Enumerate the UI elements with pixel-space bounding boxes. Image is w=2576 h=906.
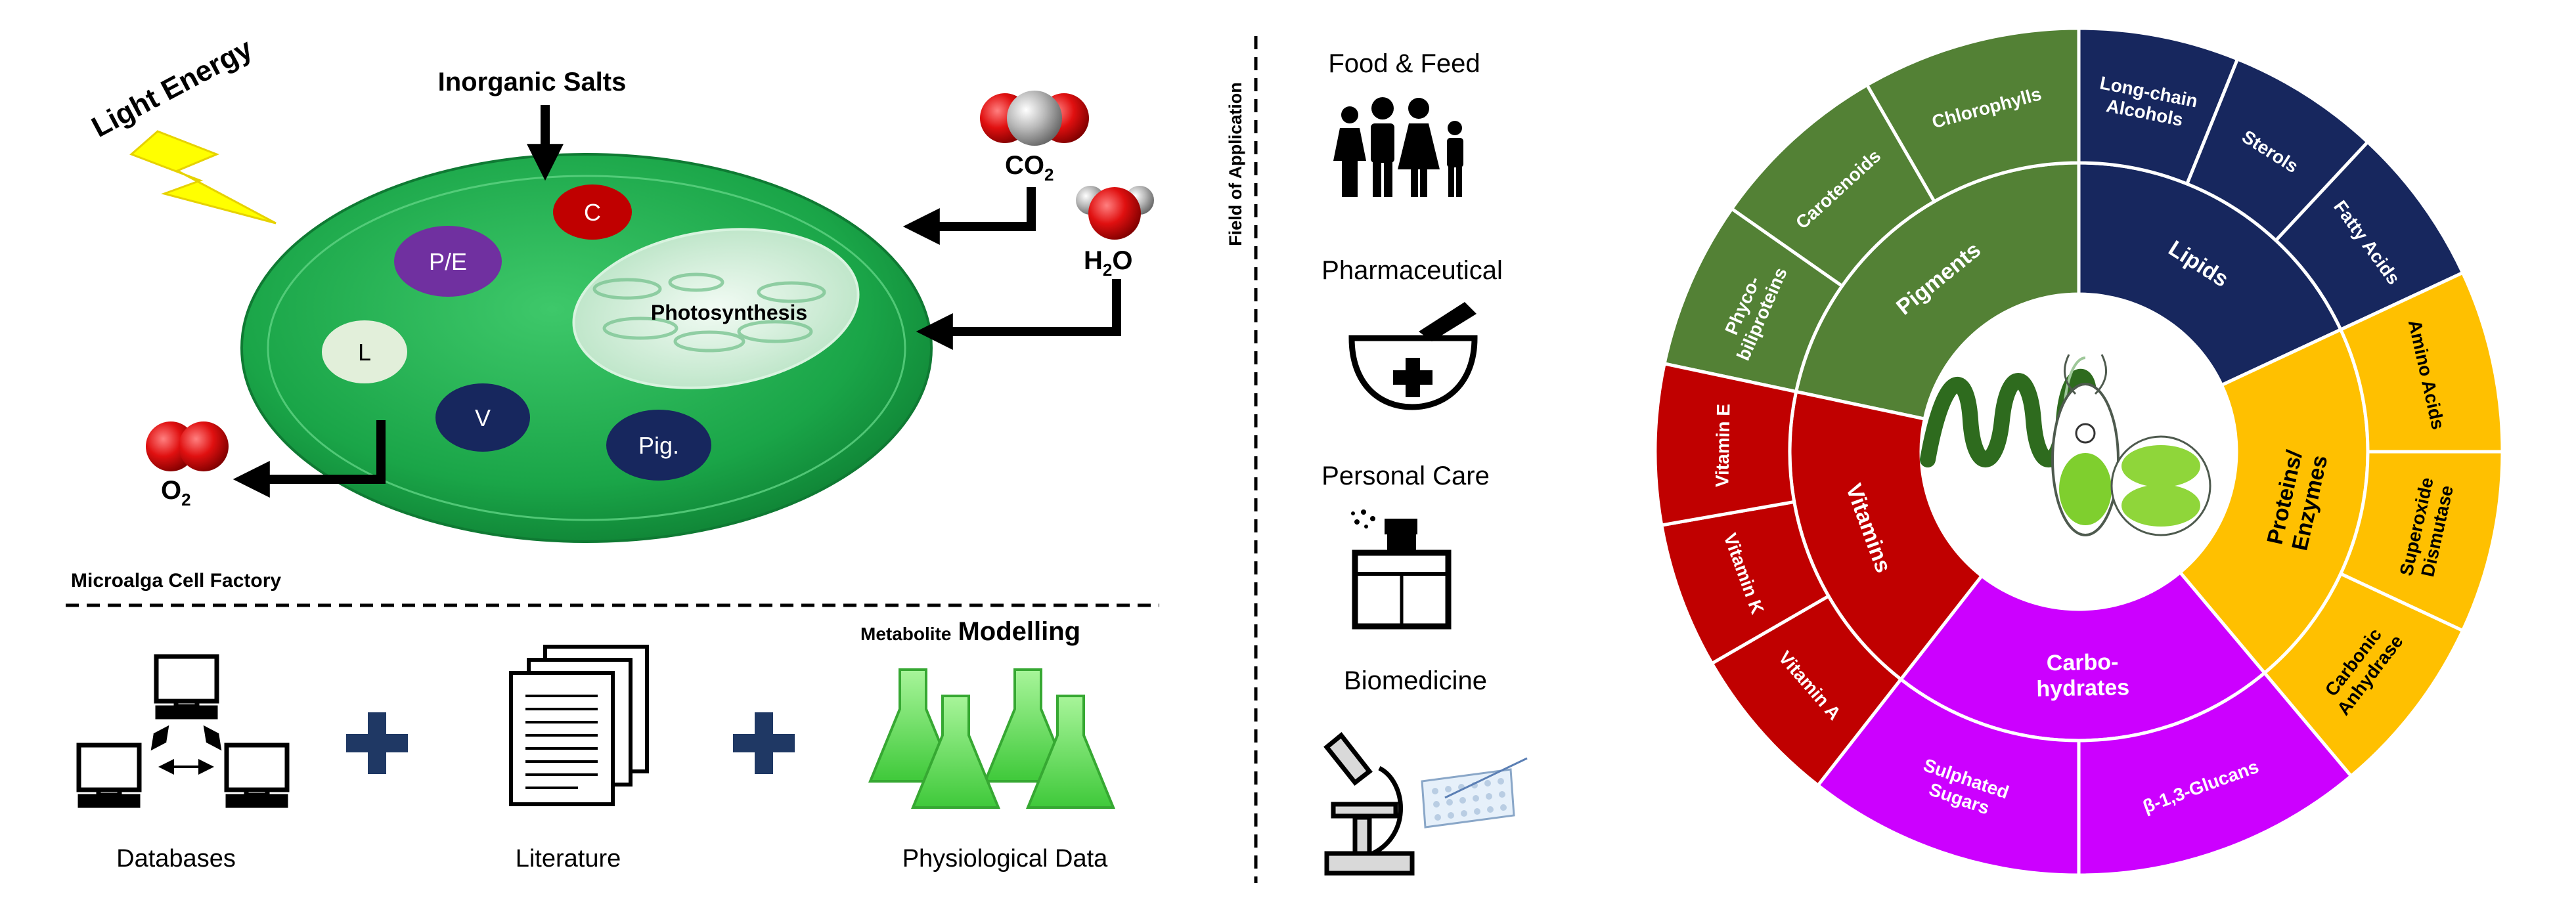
organelle-v: V [435, 383, 530, 452]
wheel-item-phyco-biliproteins [1662, 206, 1845, 394]
family-icon [1333, 97, 1463, 197]
lightning-icon [129, 130, 277, 225]
microalgae-illustration [1920, 354, 2211, 536]
h2o-label: H2O [1084, 246, 1132, 280]
photosynthesis-label: Photosynthesis [651, 301, 807, 324]
svg-text:C: C [584, 199, 601, 226]
co2-arrow [902, 187, 1036, 245]
plus-icon [346, 712, 408, 774]
organelle-pe: P/E [394, 226, 502, 297]
o2-molecule-icon [146, 421, 229, 471]
svg-text:L: L [358, 339, 371, 366]
cell-membrane [267, 175, 906, 521]
document-stack-icon [509, 645, 649, 806]
co2-molecule-icon [980, 91, 1089, 146]
h2o-molecule-icon [1076, 186, 1154, 240]
svg-text:V: V [475, 404, 491, 431]
applications-axis-label: Field of Application [1226, 82, 1245, 246]
h2o-arrow [916, 279, 1121, 350]
applications-panel: Field of Application Food & Feed Pharmac… [1226, 36, 1528, 883]
spray-bottle-icon [1351, 509, 1452, 630]
light-energy-label: Light Energy [87, 32, 258, 144]
metabolite-wheel: PigmentsChlorophyllsCarotenoidsPhyco-bil… [1653, 26, 2504, 877]
wheel-item-carotenoids [1729, 82, 1937, 289]
wheel-item-label-vitamin-e: Vitamin E [1712, 404, 1733, 488]
co2-label: CO2 [1005, 151, 1054, 184]
computer-network-icon [76, 654, 290, 808]
application-biomedicine-label: Biomedicine [1344, 666, 1487, 695]
svg-text:Pig.: Pig. [638, 432, 679, 459]
physiological-label: Physiological Data [902, 845, 1108, 873]
application-food-label: Food & Feed [1328, 49, 1480, 78]
wheel-item-vitamin-e [1653, 361, 1798, 527]
inorganic-salts-label: Inorganic Salts [438, 68, 627, 97]
svg-text:P/E: P/E [429, 248, 467, 275]
o2-arrow [233, 420, 386, 498]
application-personal-care-label: Personal Care [1321, 462, 1490, 490]
plus-icon [733, 712, 795, 774]
well-plate-icon [1421, 757, 1528, 829]
factory-label: Microalga Cell Factory [71, 570, 281, 592]
literature-label: Literature [516, 845, 621, 873]
organelle-l: L [322, 320, 407, 383]
organelle-c: C [553, 184, 632, 240]
application-pharma-label: Pharmaceutical [1321, 256, 1503, 285]
flask-icon [868, 668, 1115, 809]
wheel-category-label-carbo-hydrates: Carbo-hydrates [2035, 649, 2129, 702]
mortar-pestle-icon [1348, 302, 1478, 410]
organelle-pig: Pig. [606, 410, 711, 481]
o2-label: O2 [161, 476, 191, 509]
chloroplast: Photosynthesis [572, 228, 860, 389]
databases-label: Databases [116, 845, 236, 873]
cell-panel: Light Energy Photosynthesis C P/E [66, 32, 1159, 607]
microscope-icon [1323, 732, 1415, 876]
